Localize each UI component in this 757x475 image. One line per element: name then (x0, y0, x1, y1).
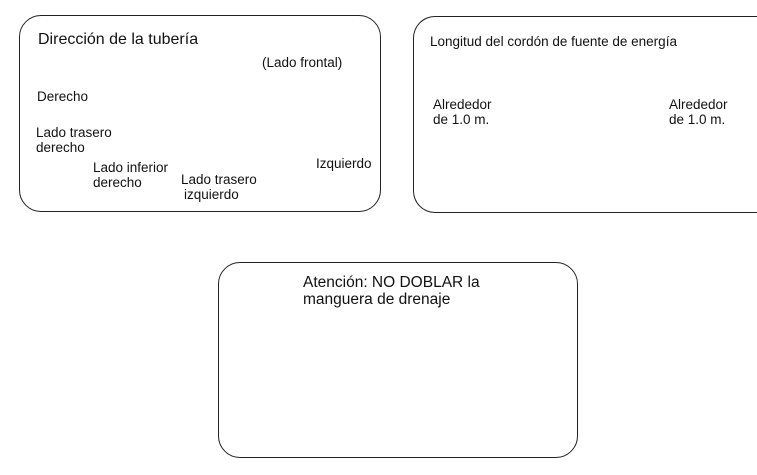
bottom-right-label-line2: derecho (93, 175, 142, 190)
warning-text-line2: manguera de drenaje (303, 291, 451, 308)
drain-hose-warning-panel (218, 262, 578, 458)
right-label: Derecho (37, 89, 89, 104)
right-length-label-line1: Alrededor (669, 97, 728, 112)
rear-right-label-line1: Lado trasero (36, 125, 112, 140)
rear-left-label-line2: izquierdo (184, 187, 239, 202)
power-cord-panel (413, 16, 757, 213)
left-length-label-line2: de 1.0 m. (433, 112, 490, 127)
left-label: Izquierdo (316, 156, 372, 171)
front-side-label: (Lado frontal) (262, 55, 343, 70)
warning-text-line1: Atención: NO DOBLAR la (303, 274, 480, 291)
rear-left-label-line1: Lado trasero (181, 172, 257, 187)
bottom-right-label-line1: Lado inferior (93, 160, 169, 175)
pipe-direction-panel (19, 15, 381, 212)
pipe-panel-title: Dirección de la tubería (38, 31, 199, 48)
cord-panel-title: Longitud del cordón de fuente de energía (430, 34, 677, 49)
right-length-label-line2: de 1.0 m. (669, 112, 726, 127)
rear-right-label-line2: derecho (36, 140, 85, 155)
left-length-label-line1: Alrededor (433, 97, 492, 112)
